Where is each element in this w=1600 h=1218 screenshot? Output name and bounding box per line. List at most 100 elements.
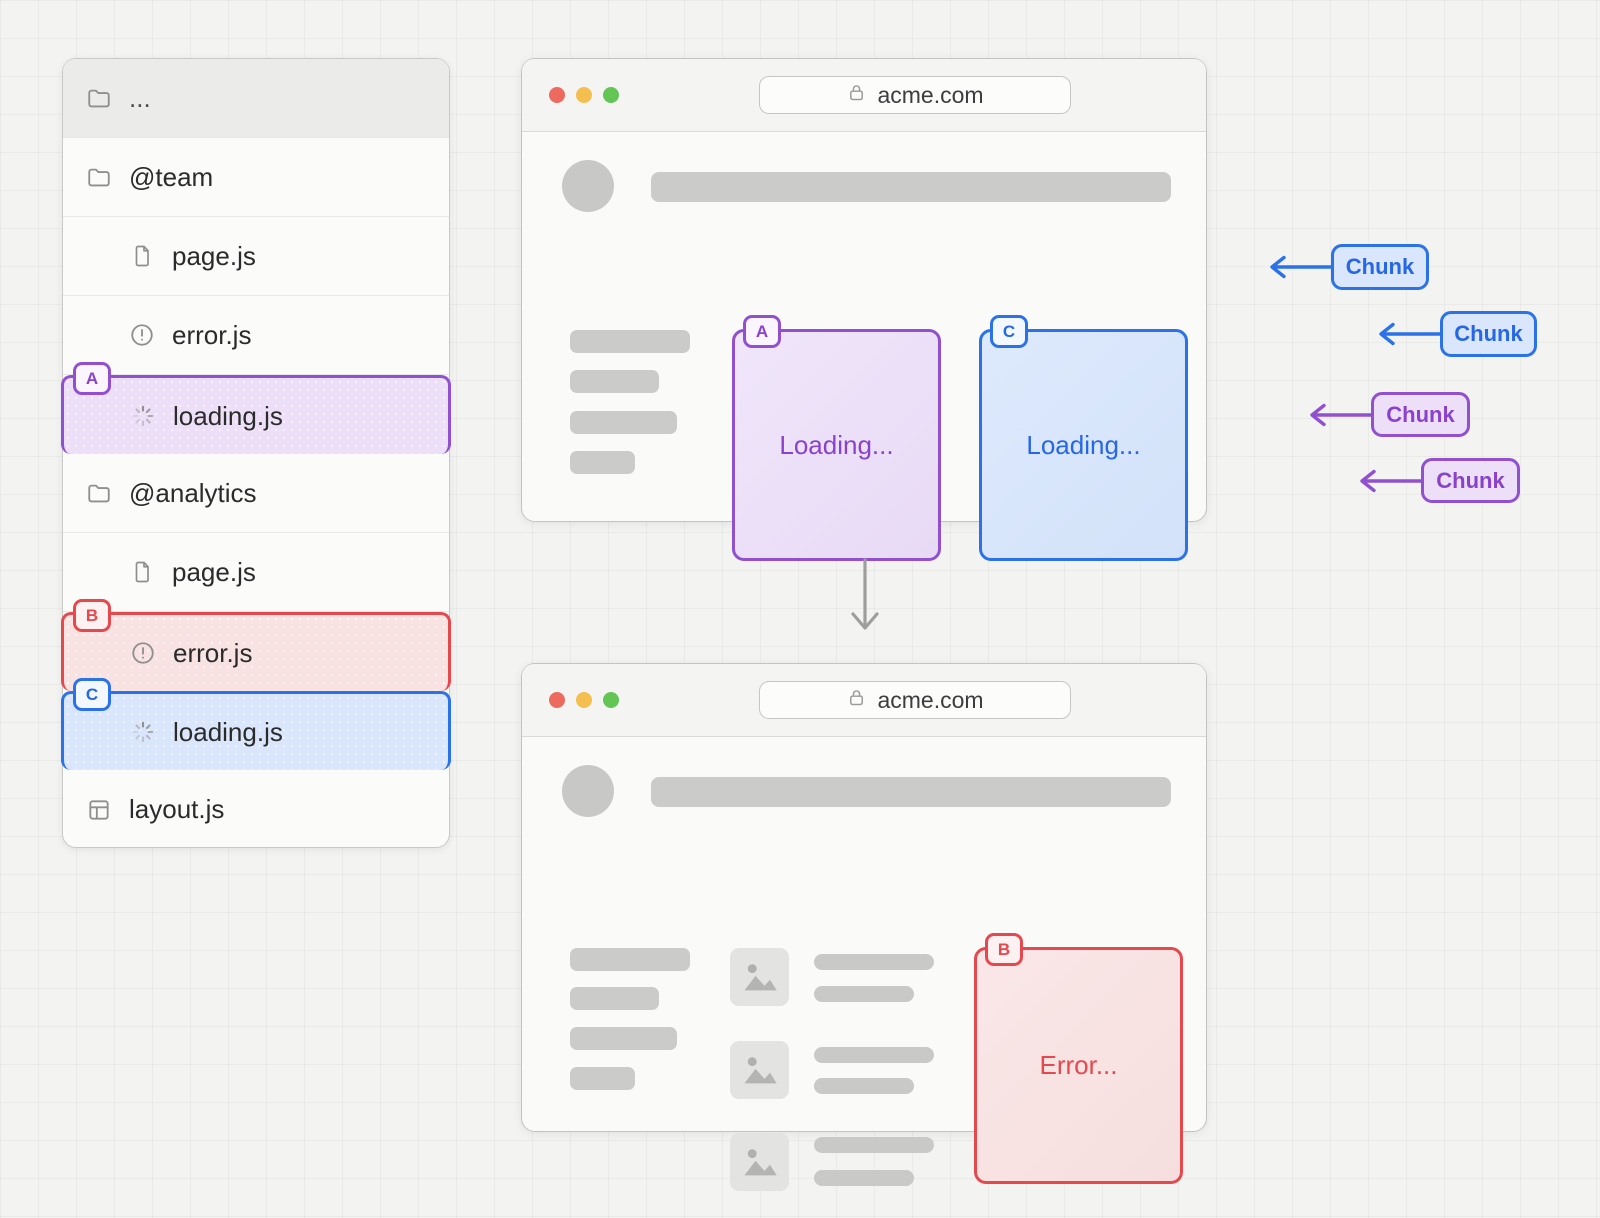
tree-row-highlighted[interactable]: B error.js — [61, 599, 451, 691]
browser-content: B Error... — [522, 737, 1206, 1191]
minimize-window-icon[interactable] — [576, 87, 592, 103]
folder-icon — [86, 164, 112, 190]
tree-row-label: page.js — [172, 240, 256, 271]
traffic-lights — [549, 692, 619, 708]
loading-slot-a: A Loading... — [732, 315, 941, 561]
slot-badge: C — [73, 678, 111, 711]
tree-row-label: error.js — [173, 637, 253, 668]
loading-text: Loading... — [1026, 429, 1141, 460]
down-arrow-icon — [851, 558, 879, 630]
skeleton-bar — [814, 1137, 934, 1153]
browser-window-loading: acme.com A Loading... C Loading... — [521, 58, 1207, 561]
spinner-icon — [130, 403, 156, 429]
tree-row[interactable]: @analytics — [63, 454, 449, 533]
url-bar[interactable]: acme.com — [759, 681, 1071, 719]
url-text: acme.com — [877, 81, 984, 108]
skeleton-bar — [651, 172, 1171, 202]
skeleton-bar — [570, 948, 690, 971]
browser-content: A Loading... C Loading... — [522, 132, 1206, 561]
tree-row[interactable]: @team — [63, 138, 449, 217]
tree-row-highlighted[interactable]: A loading.js — [61, 362, 451, 454]
skeleton-bar — [651, 777, 1171, 807]
zoom-window-icon[interactable] — [603, 87, 619, 103]
tree-row[interactable]: error.js — [63, 296, 449, 375]
chunk-label: Chunk — [1421, 458, 1520, 503]
close-window-icon[interactable] — [549, 692, 565, 708]
error-slot-b: B Error... — [974, 933, 1183, 1184]
tree-row[interactable]: page.js — [63, 217, 449, 296]
folder-icon — [86, 85, 112, 111]
tree-row-label: loading.js — [173, 716, 283, 747]
tree-row-label: @team — [129, 161, 214, 192]
skeleton-bar — [570, 987, 659, 1010]
chunk-text: Chunk — [1386, 401, 1455, 427]
skeleton-bar — [814, 1047, 934, 1063]
chunk-label: Chunk — [1331, 244, 1429, 290]
alert-circle-icon — [130, 640, 156, 666]
skeleton-bar — [570, 1027, 677, 1050]
folder-icon — [86, 480, 112, 506]
error-text: Error... — [1039, 1050, 1118, 1080]
loading-text: Loading... — [779, 429, 894, 460]
tree-row-label: loading.js — [173, 400, 283, 431]
slot-badge: B — [73, 599, 111, 632]
avatar — [562, 765, 614, 817]
photo-icon — [743, 964, 777, 991]
skeleton-bar — [814, 1078, 914, 1094]
skeleton-bar — [570, 370, 659, 393]
zoom-window-icon[interactable] — [603, 692, 619, 708]
tree-row[interactable]: layout.js — [63, 770, 449, 849]
tree-row-label: layout.js — [129, 794, 225, 824]
left-arrow-icon — [1379, 322, 1442, 346]
browser-header: acme.com — [522, 664, 1206, 737]
tree-row[interactable]: page.js — [63, 533, 449, 612]
layout-icon — [86, 797, 112, 823]
file-icon — [129, 559, 155, 585]
tree-row-label: error.js — [172, 319, 252, 350]
chunk-text: Chunk — [1454, 321, 1523, 346]
file-tree-panel: ... @team page.js error.js A loading.js … — [61, 58, 451, 849]
skeleton-bar — [814, 986, 914, 1002]
left-arrow-icon — [1310, 403, 1373, 427]
close-window-icon[interactable] — [549, 87, 565, 103]
slot-badge: A — [73, 362, 111, 395]
minimize-window-icon[interactable] — [576, 692, 592, 708]
skeleton-bar — [570, 451, 635, 474]
chunk-text: Chunk — [1345, 254, 1415, 279]
tree-row-highlighted[interactable]: C loading.js — [61, 678, 451, 770]
chunk-label: Chunk — [1440, 311, 1537, 357]
alert-circle-icon — [129, 322, 155, 348]
photo-icon — [743, 1149, 777, 1176]
skeleton-bar — [570, 411, 677, 434]
loading-slot-c: C Loading... — [979, 315, 1188, 561]
browser-header: acme.com — [522, 59, 1206, 132]
url-text: acme.com — [877, 686, 984, 713]
slot-badge: B — [985, 933, 1023, 966]
lock-icon — [846, 687, 867, 714]
skeleton-bar — [814, 1170, 914, 1186]
skeleton-bar — [814, 954, 934, 970]
browser-window-error: acme.com B Error... — [521, 663, 1207, 1191]
tree-row-label: @analytics — [129, 477, 257, 508]
image-placeholder — [730, 948, 789, 1006]
tree-row-root[interactable]: ... — [63, 59, 449, 138]
image-placeholder — [730, 1133, 789, 1191]
tree-row-label: page.js — [172, 556, 256, 587]
slot-badge: A — [743, 315, 781, 348]
chunk-label: Chunk — [1371, 392, 1470, 437]
photo-icon — [743, 1057, 777, 1084]
left-arrow-icon — [1360, 469, 1423, 493]
image-placeholder — [730, 1041, 789, 1099]
left-arrow-icon — [1270, 255, 1333, 279]
spinner-icon — [130, 719, 156, 745]
skeleton-bar — [570, 1067, 635, 1090]
traffic-lights — [549, 87, 619, 103]
tree-row-label: ... — [129, 82, 151, 113]
lock-icon — [846, 82, 867, 109]
chunk-text: Chunk — [1436, 467, 1505, 493]
avatar — [562, 160, 614, 212]
url-bar[interactable]: acme.com — [759, 76, 1071, 114]
slot-badge: C — [990, 315, 1028, 348]
file-icon — [129, 243, 155, 269]
